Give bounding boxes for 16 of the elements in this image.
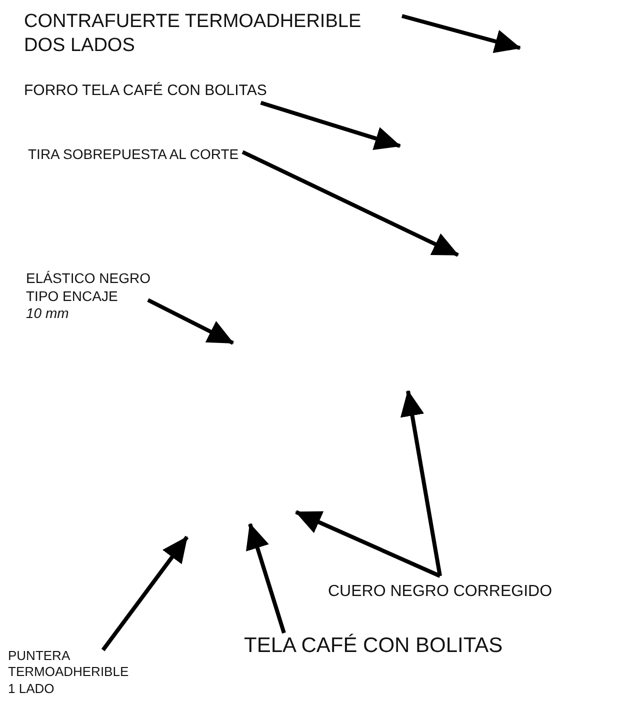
leader-arrow (295, 510, 441, 578)
callout-label: FORRO TELA CAFÉ CON BOLITAS (24, 82, 267, 101)
leader-arrow (147, 298, 234, 345)
callout-label: TIRA SOBREPUESTA AL CORTE (28, 146, 239, 164)
leader-arrow (242, 150, 459, 257)
dimension-note: 10 mm (26, 305, 70, 322)
callout-label: PUNTERA TERMOADHERIBLE 1 LADO (8, 648, 130, 697)
leader-arrow (101, 536, 189, 652)
leader-arrow (401, 14, 521, 54)
leader-arrow (400, 390, 442, 576)
leader-arrow (246, 523, 286, 634)
leader-arrow (260, 100, 401, 150)
callout-label: TELA CAFÉ CON BOLITAS (244, 633, 503, 660)
callout-label: ELÁSTICO NEGRO TIPO ENCAJE (26, 270, 152, 305)
callout-label: CUERO NEGRO CORREGIDO (328, 582, 552, 602)
callout-label: CONTRAFUERTE TERMOADHERIBLE DOS LADOS (24, 10, 396, 58)
